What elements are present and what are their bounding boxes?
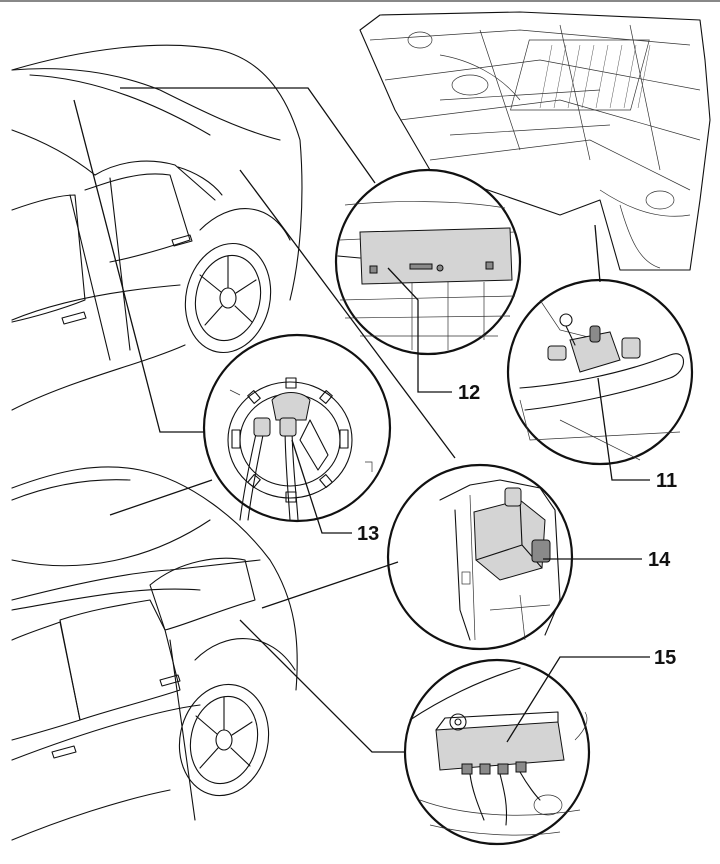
exhaust-flap-actuator-11 xyxy=(547,313,641,373)
leader-12-sedan xyxy=(120,87,376,184)
callout-14: 14 xyxy=(648,549,671,571)
leader-11-callout xyxy=(597,377,650,481)
leader-13-estate xyxy=(109,479,213,516)
leader-15-callout xyxy=(506,656,650,743)
leader-12-callout xyxy=(387,267,452,393)
sedan-rear-wheel xyxy=(184,242,272,354)
estate-rear-wheel xyxy=(178,683,270,797)
leader-13-sedan xyxy=(73,99,205,433)
sedan-front-door-handle xyxy=(171,234,193,247)
detail-circle-11 xyxy=(506,278,694,466)
electronic-box-15 xyxy=(435,711,565,826)
detail-circle-13 xyxy=(202,333,392,523)
detail-circle-12 xyxy=(334,168,522,356)
estate-front-door-handle xyxy=(159,674,181,687)
control-unit-12-body xyxy=(359,227,513,285)
leader-11-underbody xyxy=(594,224,601,283)
callout-15: 15 xyxy=(654,647,676,669)
vehicle-underbody-view xyxy=(359,11,711,271)
leader-14-sedan xyxy=(239,169,456,459)
leader-13-callout xyxy=(291,439,352,534)
estate-rear-door-handle xyxy=(51,745,77,759)
control-unit-14 xyxy=(473,487,551,581)
leader-14-estate xyxy=(261,561,399,609)
callout-13: 13 xyxy=(357,523,379,545)
detail-circle-15 xyxy=(403,658,591,846)
sedan-rear-door-handle xyxy=(61,311,87,325)
fuel-pump-flange-13 xyxy=(227,377,353,521)
detail-circle-14 xyxy=(386,463,574,651)
leader-15-estate xyxy=(239,619,404,753)
callout-11: 11 xyxy=(656,470,677,492)
callout-12: 12 xyxy=(458,382,480,404)
sedan-rear-view xyxy=(11,44,303,411)
underbody-heat-shield xyxy=(510,39,651,111)
leader-lines xyxy=(73,87,650,753)
estate-rear-view xyxy=(11,466,298,841)
